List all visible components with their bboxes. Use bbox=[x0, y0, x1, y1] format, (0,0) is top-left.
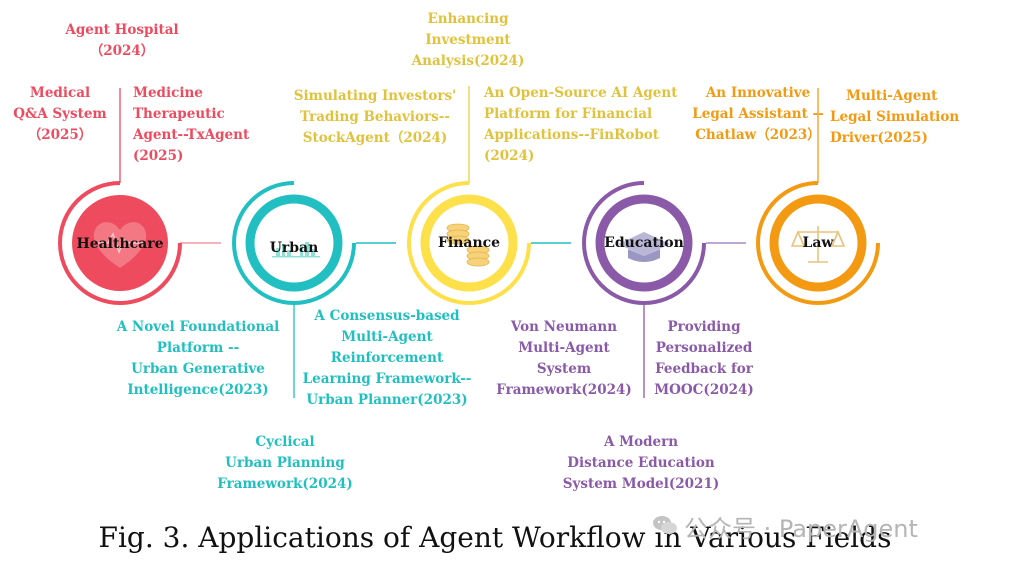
law-arc bbox=[756, 181, 880, 305]
graduation-cap-icon bbox=[618, 232, 670, 262]
finance-title: Finance bbox=[438, 235, 500, 251]
city-skyline-icon bbox=[272, 242, 320, 258]
figure-caption: Fig. 3. Applications of Agent Workflow i… bbox=[98, 521, 892, 554]
urban-ring bbox=[245, 194, 343, 292]
node-education: Education bbox=[582, 181, 706, 305]
label-foundational-platform: A Novel Foundational Platform -- Urban G… bbox=[116, 319, 280, 398]
label-cyclical: Cyclical Urban Planning Framework(2024) bbox=[217, 434, 353, 492]
leader-lines bbox=[119, 86, 819, 398]
label-mooc: Providing Personalized Feedback for MOOC… bbox=[654, 319, 754, 398]
label-finrobot: An Open-Source AI Agent Platform for Fin… bbox=[484, 85, 678, 164]
node-finance: Finance bbox=[407, 181, 531, 305]
education-ring bbox=[595, 194, 693, 292]
label-urban-planner: A Consensus-based Multi-Agent Reinforcem… bbox=[302, 308, 472, 408]
heart-pulse-icon bbox=[93, 222, 147, 268]
node-urban: Urban bbox=[232, 181, 356, 305]
pulse-line bbox=[96, 232, 144, 255]
label-txagent: Medicine Therapeutic Agent--TxAgent (202… bbox=[133, 85, 250, 164]
finance-arc bbox=[407, 181, 531, 305]
finance-ring bbox=[420, 194, 518, 292]
label-legal-driver: Multi-Agent Legal Simulation Driver(2025… bbox=[830, 88, 960, 146]
label-investment: Enhancing Investment Analysis(2024) bbox=[411, 11, 525, 69]
education-title: Education bbox=[604, 235, 684, 251]
urban-title: Urban bbox=[270, 240, 319, 256]
watermark-text: 公众号 · PaperAgent bbox=[684, 515, 918, 543]
label-stockagent: Simulating Investors' Trading Behaviors-… bbox=[293, 88, 457, 146]
coin-stack-icon bbox=[446, 223, 490, 267]
scales-of-justice-icon bbox=[790, 226, 846, 263]
label-chatlaw: An Innovative Legal Assistant -- Chatlaw… bbox=[692, 85, 824, 143]
urban-arc bbox=[232, 181, 356, 305]
label-distance-education: A Modern Distance Education System Model… bbox=[562, 434, 720, 492]
law-title: Law bbox=[803, 235, 835, 251]
healthcare-arc bbox=[58, 181, 182, 305]
wechat-icon bbox=[653, 516, 677, 534]
healthcare-title: Healthcare bbox=[76, 236, 163, 252]
label-agent-hospital: Agent Hospital （2024） bbox=[65, 22, 179, 59]
label-medical-qa: Medical Q&A System （2025） bbox=[13, 85, 107, 143]
label-von-neumann: Von Neumann Multi-Agent System Framework… bbox=[496, 319, 632, 398]
education-arc bbox=[582, 181, 706, 305]
node-law: Law bbox=[756, 181, 880, 305]
law-ring bbox=[769, 194, 867, 292]
node-healthcare: Healthcare bbox=[58, 181, 182, 305]
